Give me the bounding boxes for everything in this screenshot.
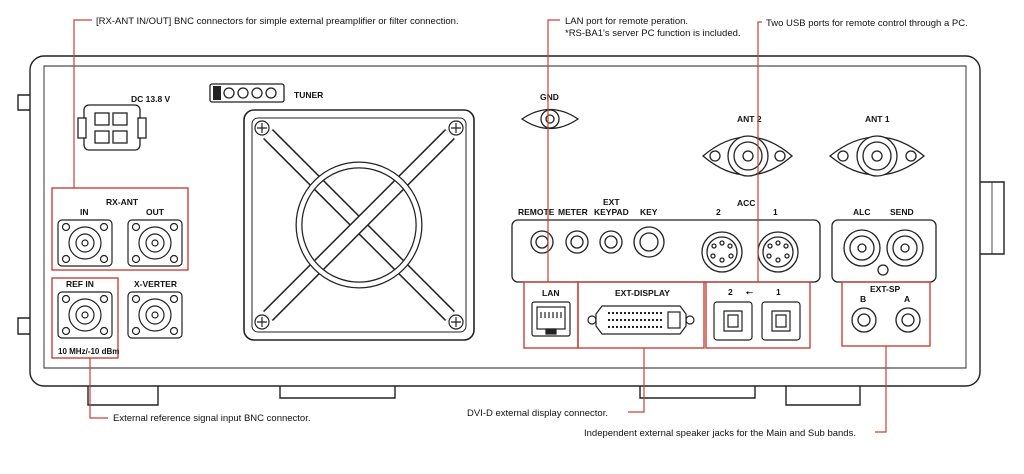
tuner-label: TUNER [294,90,323,100]
usb-connector-icon [713,301,753,341]
meter-label: METER [558,207,588,217]
ant2-label: ANT 2 [737,114,762,124]
ext-display-group: EXT-DISPLAY [577,281,705,349]
dc-label: DC 13.8 V [131,94,171,104]
tuner-connector [209,83,285,103]
x-verter-label: X-VERTER [134,279,177,289]
ant2-connector [701,135,793,177]
usb-group: 2 ⭠ 1 [705,281,811,349]
rx-ant-out-label: OUT [146,207,165,217]
ext-keypad-label-1: EXT [603,197,620,207]
usb-connector-icon [761,301,801,341]
lan-group: LAN [523,281,579,349]
chassis [17,55,1005,406]
usb-symbol: ⭠ [746,287,754,297]
rca-jacks [843,229,924,276]
send-label: SEND [890,207,914,217]
sp-b-label: B [860,294,866,304]
acc-label: ACC [737,198,755,208]
rx-ant-in-label: IN [80,207,89,217]
rj45-connector-icon [531,301,571,337]
lan-annotation-line1: LAN port for remote peration. [565,16,688,27]
speaker-jacks [851,307,921,333]
ext-keypad-label-2: KEYPAD [594,207,629,217]
usb2-label: 2 [728,287,733,297]
alc-label: ALC [853,207,870,217]
dc-connector [77,104,147,151]
bnc-connector-icon [57,219,113,267]
dvi-annotation: DVI-D external display connector. [467,408,608,419]
leader-lines [73,19,887,433]
ref-in-annotation: External reference signal input BNC conn… [113,413,311,424]
gnd-terminal [520,108,580,130]
ext-sp-label: EXT-SP [870,284,901,294]
ext-sp-group: EXT-SP B A [841,281,931,347]
bnc-connector-icon [127,219,183,267]
bnc-connector-icon [127,291,183,339]
key-label: KEY [640,207,658,217]
phone-jacks [530,226,665,258]
rx-ant-annotation: [RX-ANT IN/OUT] BNC connectors for simpl… [96,16,459,27]
acc2-label: 2 [716,207,721,217]
usb-annotation: Two USB ports for remote control through… [766,18,968,29]
gnd-label: GND [540,92,559,102]
lan-annotation-line2: *RS-BA1's server PC function is included… [565,28,741,39]
ant1-connector [828,135,926,177]
din-connector-icon [757,231,799,273]
usb1-label: 1 [776,287,781,297]
ref-in-group: REF IN X-VERTER 10 MHz/-10 dBm [51,277,177,359]
ant1-label: ANT 1 [865,114,890,124]
sp-a-label: A [904,294,910,304]
ext-display-label: EXT-DISPLAY [615,288,670,298]
din-connector-icon [701,231,743,273]
bnc-connector-icon [57,291,113,339]
remote-label: REMOTE [518,207,555,217]
ref-spec-label: 10 MHz/-10 dBm [58,347,119,356]
ext-sp-annotation: Independent external speaker jacks for t… [584,428,856,439]
rx-ant-group: RX-ANT IN OUT [51,187,189,271]
rx-ant-label: RX-ANT [106,197,139,207]
dvi-connector-icon [587,305,695,335]
acc1-label: 1 [773,207,778,217]
lan-label: LAN [542,288,559,298]
ref-in-label: REF IN [66,279,94,289]
fan-icon [243,109,475,341]
